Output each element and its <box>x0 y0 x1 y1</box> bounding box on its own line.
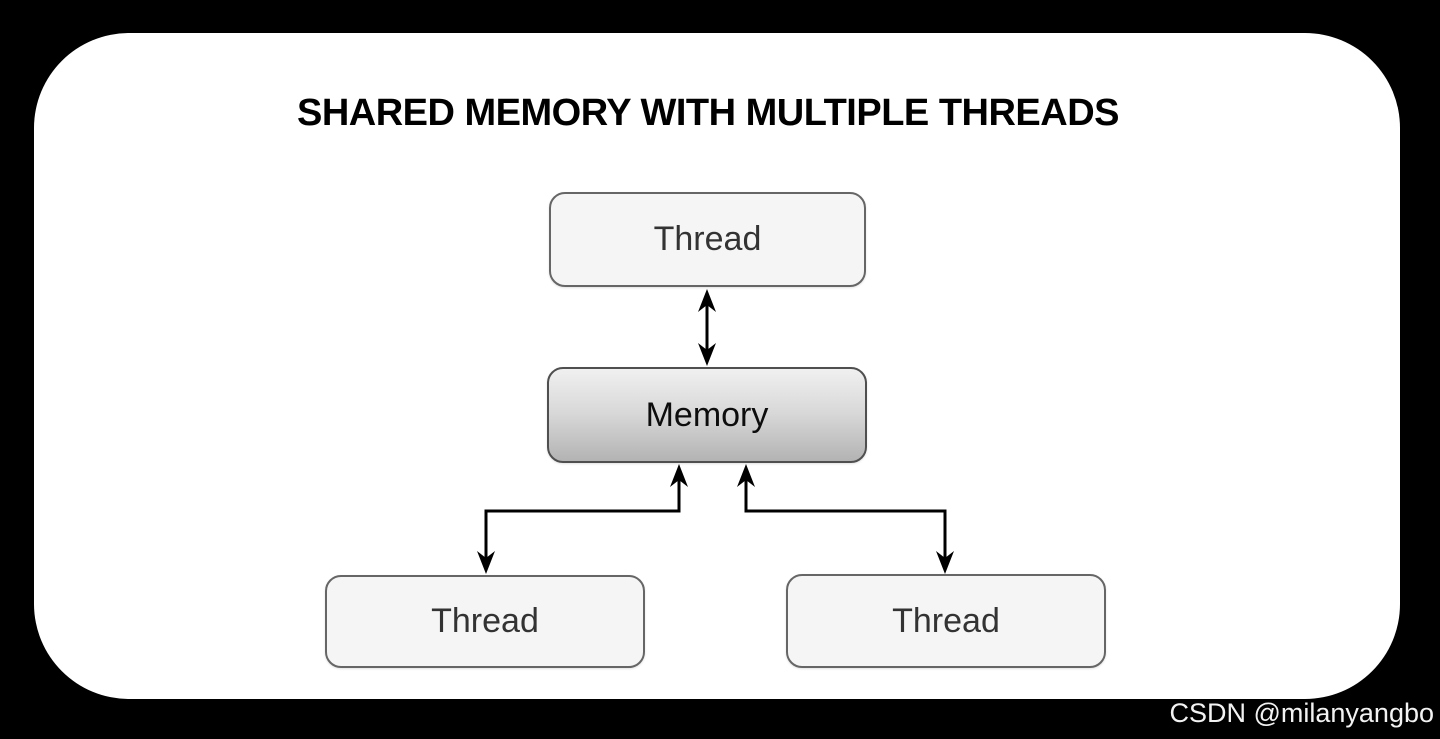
node-thread-top: Thread <box>549 192 866 287</box>
node-thread-left: Thread <box>325 575 645 668</box>
node-memory: Memory <box>547 367 867 463</box>
node-thread-right-label: Thread <box>892 601 1000 640</box>
node-thread-top-label: Thread <box>653 220 762 258</box>
node-memory-label: Memory <box>645 395 769 434</box>
watermark: CSDN @milanyangbo <box>1169 698 1434 728</box>
node-thread-left-label: Thread <box>431 602 539 640</box>
diagram-title: SHARED MEMORY WITH MULTIPLE THREADS <box>296 92 1120 134</box>
diagram-panel <box>34 33 1400 699</box>
node-thread-right: Thread <box>786 574 1106 668</box>
